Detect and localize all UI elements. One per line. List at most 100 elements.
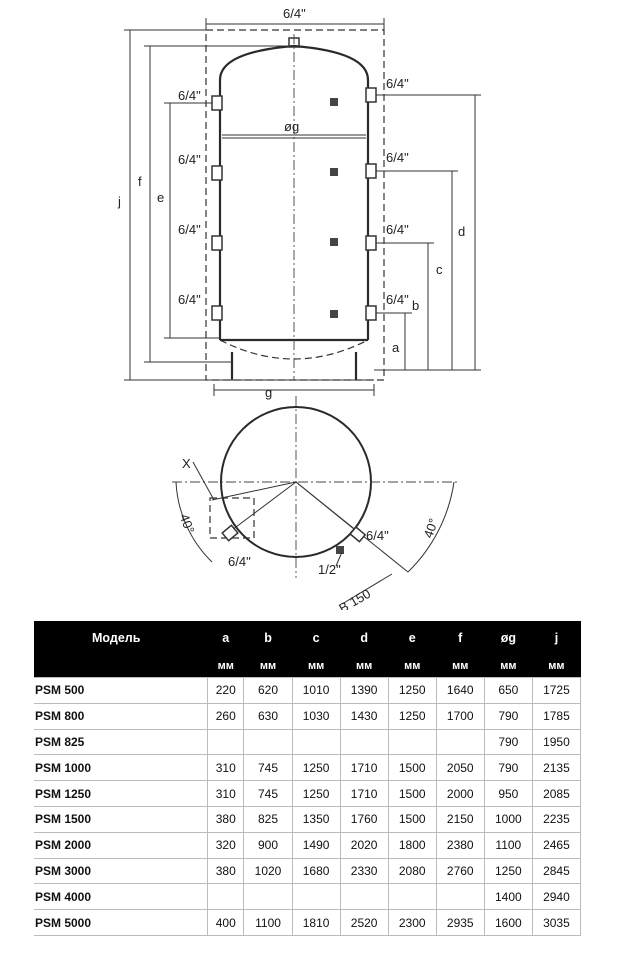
unit-j: мм bbox=[532, 654, 581, 678]
left-pipe-label-3: 6/4" bbox=[178, 222, 201, 237]
cell-a bbox=[206, 883, 245, 911]
dim-f-label: f bbox=[138, 174, 142, 189]
header-og: øg bbox=[484, 621, 533, 654]
cell-d bbox=[339, 728, 389, 756]
cell-f bbox=[435, 883, 485, 911]
cell-c bbox=[291, 728, 341, 756]
left-pipe-label-1: 6/4" bbox=[178, 88, 201, 103]
plan-small-pipe-label: 1/2" bbox=[318, 562, 341, 577]
cell-d bbox=[339, 883, 389, 911]
cell-model: PSM 1000 bbox=[34, 754, 208, 782]
top-width-label: 6/4" bbox=[283, 6, 306, 21]
header-model: Модель bbox=[34, 621, 208, 654]
cell-b: 745 bbox=[243, 754, 293, 782]
dim-j-label: j bbox=[117, 194, 121, 209]
unit-a: мм bbox=[207, 654, 244, 678]
cell-f: 1640 bbox=[435, 677, 485, 704]
insulation-outline bbox=[205, 29, 385, 381]
cell-j: 2235 bbox=[531, 805, 582, 833]
cell-j: 2940 bbox=[531, 883, 582, 911]
plan-view: X 40° 40° 6/4" 6/4" 1/2" B 150 bbox=[172, 396, 460, 610]
plan-b150-label: B 150 bbox=[336, 586, 373, 610]
unit-e: мм bbox=[388, 654, 437, 678]
right-pipe-label-2: 6/4" bbox=[386, 150, 409, 165]
cell-c: 1810 bbox=[291, 909, 341, 936]
cell-d: 1710 bbox=[339, 780, 389, 807]
cell-a: 310 bbox=[206, 754, 245, 782]
cell-model: PSM 4000 bbox=[34, 883, 208, 911]
cell-a: 380 bbox=[206, 857, 245, 885]
cell-e bbox=[387, 883, 437, 911]
cell-og: 790 bbox=[483, 702, 533, 730]
cell-b: 630 bbox=[243, 702, 293, 730]
cell-b: 825 bbox=[243, 805, 293, 833]
plan-pipe-left-label: 6/4" bbox=[228, 554, 251, 569]
unit-f: мм bbox=[436, 654, 485, 678]
left-dimensions bbox=[124, 29, 290, 381]
dim-c-label: c bbox=[436, 262, 443, 277]
cell-c: 1010 bbox=[291, 677, 341, 704]
header-f: f bbox=[436, 621, 485, 654]
cell-j: 2465 bbox=[531, 831, 582, 859]
cell-e: 1800 bbox=[387, 831, 437, 859]
dim-a-label: a bbox=[392, 340, 400, 355]
cell-og: 1250 bbox=[483, 857, 533, 885]
cell-og: 650 bbox=[483, 677, 533, 704]
plan-angle-right: 40° bbox=[420, 516, 441, 540]
dim-e-label: e bbox=[157, 190, 164, 205]
cell-e: 2080 bbox=[387, 857, 437, 885]
cell-b: 620 bbox=[243, 677, 293, 704]
cell-d: 1430 bbox=[339, 702, 389, 730]
dim-d-label: d bbox=[458, 224, 465, 239]
header-b: b bbox=[243, 621, 293, 654]
plan-angle-left: 40° bbox=[177, 512, 198, 536]
cell-a: 260 bbox=[206, 702, 245, 730]
unit-og: мм bbox=[484, 654, 533, 678]
cell-f bbox=[435, 728, 485, 756]
cell-j: 2845 bbox=[531, 857, 582, 885]
cell-og: 1600 bbox=[483, 909, 533, 936]
cell-b: 1100 bbox=[243, 909, 293, 936]
cell-model: PSM 500 bbox=[34, 677, 208, 704]
plan-x-label: X bbox=[182, 456, 191, 471]
cell-d: 2020 bbox=[339, 831, 389, 859]
cell-c: 1350 bbox=[291, 805, 341, 833]
unit-d: мм bbox=[340, 654, 389, 678]
cell-d: 2330 bbox=[339, 857, 389, 885]
cell-model: PSM 1250 bbox=[34, 780, 208, 807]
cell-f: 2000 bbox=[435, 780, 485, 807]
unit-c: мм bbox=[292, 654, 341, 678]
cell-model: PSM 3000 bbox=[34, 857, 208, 885]
cell-f: 1700 bbox=[435, 702, 485, 730]
dim-g-label: g bbox=[265, 385, 272, 400]
right-pipe-label-4: 6/4" bbox=[386, 292, 409, 307]
left-pipe-label-4: 6/4" bbox=[178, 292, 201, 307]
cell-model: PSM 825 bbox=[34, 728, 208, 756]
cell-e: 1500 bbox=[387, 780, 437, 807]
header-e: e bbox=[388, 621, 437, 654]
cell-f: 2760 bbox=[435, 857, 485, 885]
right-pipe-label-3: 6/4" bbox=[386, 222, 409, 237]
cell-b bbox=[243, 883, 293, 911]
cell-model: PSM 2000 bbox=[34, 831, 208, 859]
cell-d: 2520 bbox=[339, 909, 389, 936]
cell-og: 950 bbox=[483, 780, 533, 807]
cell-e: 2300 bbox=[387, 909, 437, 936]
cell-c: 1680 bbox=[291, 857, 341, 885]
cell-b bbox=[243, 728, 293, 756]
cell-e bbox=[387, 728, 437, 756]
unit-model bbox=[34, 654, 208, 678]
right-dimensions bbox=[374, 94, 481, 371]
cell-model: PSM 800 bbox=[34, 702, 208, 730]
cell-j: 1785 bbox=[531, 702, 582, 730]
plan-pipe-right-label: 6/4" bbox=[366, 528, 389, 543]
cell-j: 1950 bbox=[531, 728, 582, 756]
